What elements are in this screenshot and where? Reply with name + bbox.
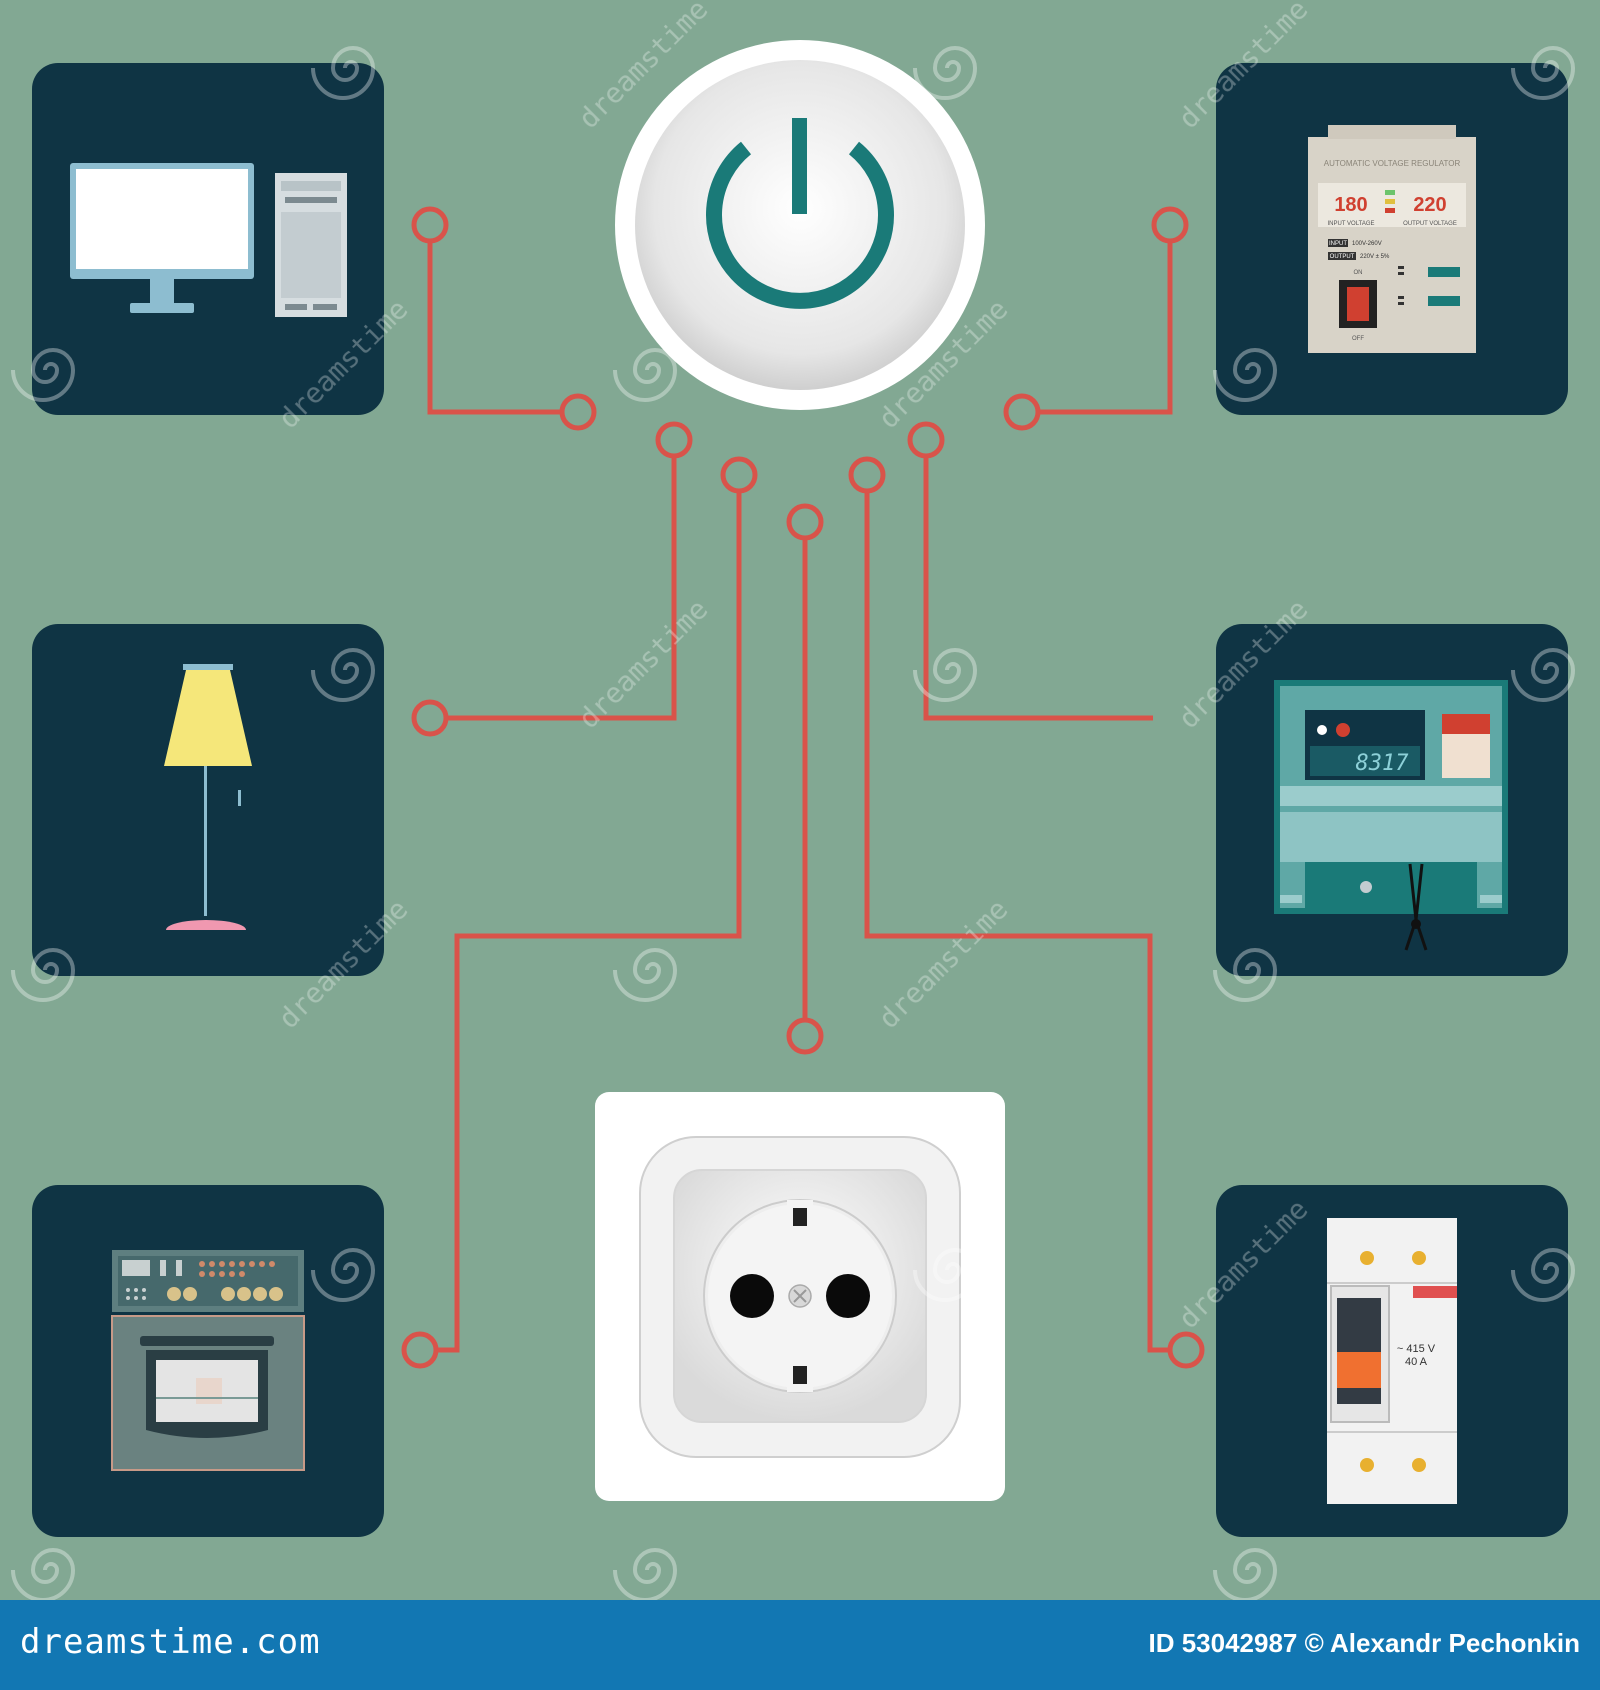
terminal — [720, 456, 758, 494]
watermark-spiral-icon — [311, 648, 376, 702]
panel-electric-meter: 8317 — [1216, 624, 1568, 976]
terminal — [655, 421, 693, 459]
terminal — [401, 1331, 439, 1369]
watermark-spiral-icon — [11, 1548, 76, 1600]
terminal — [559, 393, 597, 431]
watermark-spiral-icon — [1511, 1248, 1576, 1302]
panel-computer — [32, 63, 384, 415]
wire-meter — [923, 440, 1153, 721]
watermark-spiral-icon — [311, 1248, 376, 1302]
footer-brand[interactable]: dreamstime.com — [20, 1622, 321, 1662]
terminal — [786, 503, 824, 541]
watermark-spiral-icon — [11, 948, 76, 1002]
watermark-text: dreamstime — [872, 892, 1015, 1035]
watermark-spiral-icon — [613, 948, 678, 1002]
wire-terminals — [401, 206, 1205, 1369]
panel-voltage-regulator: AUTOMATIC VOLTAGE REGULATOR 180 220 INPU… — [1216, 63, 1568, 415]
electrical-diagram: AUTOMATIC VOLTAGE REGULATOR 180 220 INPU… — [11, 0, 1576, 1600]
regulator-input-value: 180 — [1334, 194, 1367, 216]
watermark-spiral-icon — [1511, 648, 1576, 702]
breaker-rating-current: 40 A — [1405, 1356, 1428, 1368]
watermark-spiral-icon — [913, 1248, 978, 1302]
panel-circuit-breaker: ~ 415 V 40 A — [1216, 1185, 1568, 1537]
panel-lamp — [32, 624, 384, 976]
footer-bar: dreamstime.com ID 53042987 © Alexandr Pe… — [0, 1600, 1600, 1690]
screw-icon — [1360, 1251, 1374, 1265]
wires — [420, 225, 1186, 1353]
meter-display: 8317 — [1356, 751, 1410, 776]
watermark-spiral-icon — [613, 1548, 678, 1600]
terminal — [907, 421, 945, 459]
screw-icon — [1412, 1458, 1426, 1472]
wire-computer — [427, 225, 578, 415]
footer-credit: ID 53042987 © Alexandr Pechonkin — [1148, 1628, 1580, 1658]
computer-monitor-icon — [70, 163, 254, 313]
socket-hole — [730, 1274, 774, 1318]
computer-tower-icon — [275, 173, 347, 317]
terminal — [1151, 206, 1189, 244]
watermark-spiral-icon — [913, 648, 978, 702]
terminal — [848, 456, 886, 494]
breaker-rating-voltage: ~ 415 V — [1397, 1343, 1436, 1355]
regulator-input-label: INPUT VOLTAGE — [1327, 221, 1374, 227]
voltage-regulator-icon: AUTOMATIC VOLTAGE REGULATOR 180 220 INPU… — [1308, 125, 1476, 353]
watermark-spiral-icon — [311, 46, 376, 100]
terminal — [1167, 1331, 1205, 1369]
terminal — [411, 699, 449, 737]
regulator-input-range: 100V-260V — [1352, 241, 1382, 247]
wire-oven — [420, 475, 742, 1353]
regulator-output-tag: OUTPUT — [1330, 254, 1355, 260]
terminal — [1003, 393, 1041, 431]
watermark-spiral-icon — [613, 348, 678, 402]
regulator-switch-on: ON — [1354, 270, 1363, 276]
regulator-title: AUTOMATIC VOLTAGE REGULATOR — [1324, 159, 1461, 168]
watermark-spiral-icon — [913, 46, 978, 100]
panel-oven — [32, 1185, 384, 1537]
watermark-spiral-icon — [1213, 348, 1278, 402]
wire-breaker — [864, 475, 1186, 1353]
watermark-spiral-icon — [11, 348, 76, 402]
socket-hole — [826, 1274, 870, 1318]
regulator-output-range: 220V ± 5% — [1360, 254, 1390, 260]
wire-lamp — [430, 440, 677, 721]
oven-icon — [111, 1250, 305, 1471]
screw-icon — [1412, 1251, 1426, 1265]
power-button[interactable] — [615, 40, 985, 410]
regulator-output-label: OUTPUT VOLTAGE — [1403, 221, 1457, 227]
floor-lamp-icon — [164, 664, 252, 940]
breaker-toggle — [1337, 1352, 1381, 1388]
power-icon-bar — [792, 118, 807, 214]
watermark-spiral-icon — [1511, 46, 1576, 100]
screw-icon — [1360, 1458, 1374, 1472]
watermark-spiral-icon — [1213, 948, 1278, 1002]
regulator-input-tag: INPUT — [1329, 241, 1347, 247]
terminal — [786, 1017, 824, 1055]
electric-meter-icon: 8317 — [1274, 680, 1508, 951]
circuit-breaker-icon: ~ 415 V 40 A — [1327, 1218, 1457, 1504]
power-icon — [706, 141, 894, 309]
watermarks — [11, 46, 1576, 1600]
regulator-output-value: 220 — [1413, 194, 1446, 216]
watermark-spiral-icon — [1213, 1548, 1278, 1600]
terminal — [411, 206, 449, 244]
wall-socket — [595, 1092, 1005, 1501]
watermark-text: dreamstime — [572, 592, 715, 735]
regulator-switch-off: OFF — [1352, 336, 1364, 342]
wire-regulator — [1022, 225, 1173, 415]
